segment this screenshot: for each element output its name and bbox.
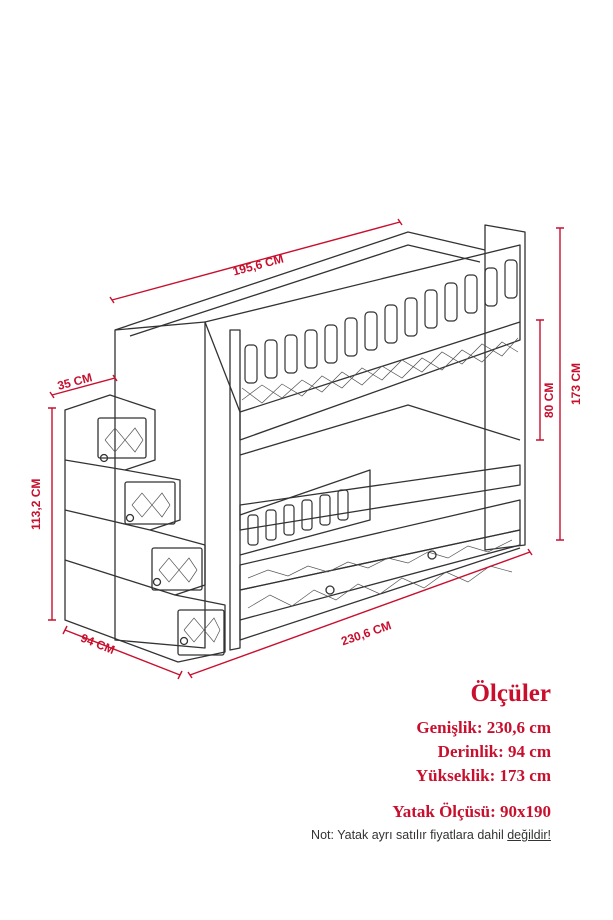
drawer-diamond-pattern (247, 539, 513, 609)
width-value: 230,6 cm (486, 718, 551, 737)
height-value: 173 cm (499, 766, 551, 785)
stair-handle-2 (125, 513, 135, 523)
note-emphasis: değildir! (507, 828, 551, 842)
height-label: Yükseklik: (415, 766, 496, 785)
note-text: Not: Yatak ayrı satılır fiyatlara dahil (311, 828, 504, 842)
stairs-outline (64, 394, 226, 663)
bed-size-label: Yatak Ölçüsü: (392, 802, 496, 821)
stair-door-3 (151, 547, 203, 591)
dim-line-total-height (556, 227, 564, 541)
dimension-lines (48, 218, 564, 680)
stair-door-1 (97, 417, 147, 459)
specs-title: Ölçüler (470, 680, 551, 707)
upper-slats (244, 259, 518, 384)
dim-top-width: 195,6 CM (231, 252, 285, 279)
bed-size-value: 90x190 (500, 802, 551, 821)
height-row: Yükseklik: 173 cm (311, 764, 551, 788)
stair-door-4 (177, 609, 225, 656)
left-headboard (114, 321, 206, 649)
upper-rail-inner (129, 244, 481, 337)
corner-post (229, 329, 241, 651)
right-headboard (484, 224, 526, 551)
dim-line-step-depth (49, 374, 118, 399)
specs-panel: Ölçüler Genişlik: 230,6 cm Derinlik: 94 … (311, 680, 551, 842)
stair-handle-3 (152, 577, 162, 587)
dim-line-stair-height (48, 407, 56, 621)
depth-row: Derinlik: 94 cm (311, 740, 551, 764)
trundle-handle-2 (427, 550, 437, 560)
dim-line-length (187, 548, 533, 679)
dim-depth: 94 CM (79, 631, 117, 657)
depth-value: 94 cm (508, 742, 551, 761)
dim-line-depth (62, 625, 183, 680)
trundle-handle-1 (325, 585, 335, 595)
depth-label: Derinlik: (437, 742, 504, 761)
dim-length: 230,6 CM (339, 618, 393, 648)
bed-size-row: Yatak Ölçüsü: 90x190 (311, 802, 551, 822)
width-label: Genişlik: (416, 718, 483, 737)
mattress-note: Not: Yatak ayrı satılır fiyatlara dahil … (311, 828, 551, 842)
upper-diamond-pattern (241, 337, 519, 404)
stair-door-2 (124, 481, 176, 525)
upper-guard-bottom (239, 322, 521, 441)
trundle-drawer (239, 529, 521, 621)
lower-rail-top (239, 464, 521, 531)
stair-handle-1 (99, 453, 109, 463)
dim-line-upper-height (536, 319, 544, 441)
stairs (64, 394, 226, 663)
dim-upper-height: 80 CM (542, 383, 556, 418)
width-row: Genişlik: 230,6 cm (311, 716, 551, 740)
drawer-handles (325, 550, 437, 595)
dim-total-height: 173 CM (569, 363, 583, 405)
dim-line-top-width (109, 218, 403, 304)
trundle-bottom (239, 547, 521, 641)
trundle-drawer-top (239, 499, 521, 591)
lower-slats (247, 489, 349, 546)
stair-handle-4 (179, 636, 189, 646)
dim-stair-height: 113,2 CM (29, 479, 43, 530)
lower-guard-small (239, 469, 371, 556)
stair-diamond-pattern (104, 427, 221, 643)
upper-rail-back (114, 231, 486, 331)
lower-frame (239, 404, 521, 456)
